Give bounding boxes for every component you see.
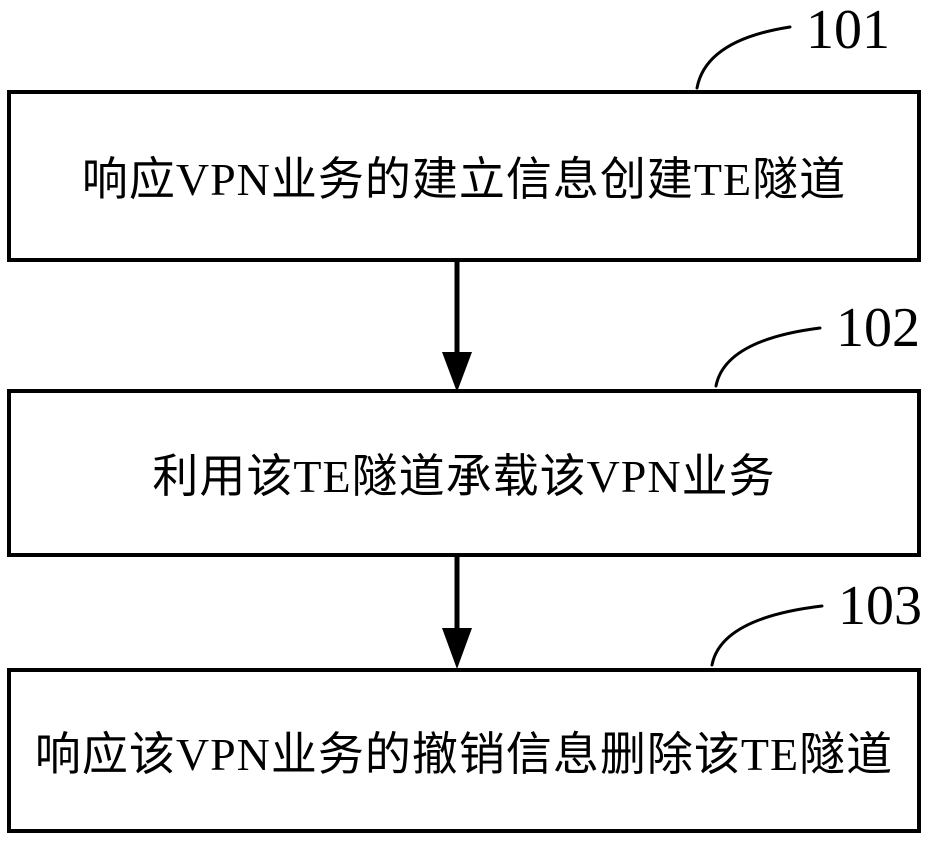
arrow-102-to-103 (442, 547, 472, 669)
step-ref-label-102: 102 (836, 297, 920, 359)
flow-step-text: 响应该VPN业务的撤销信息删除该TE隧道 (34, 728, 894, 780)
leader-curve-103 (710, 604, 824, 667)
leader-curve-102 (714, 326, 822, 388)
flow-step-text: 利用该TE隧道承载该VPN业务 (152, 451, 776, 502)
step-ref-label-101: 101 (806, 0, 890, 61)
arrow-101-to-102 (442, 260, 472, 392)
flow-step-box-103: 响应该VPN业务的撤销信息删除该TE隧道 (7, 668, 921, 833)
flow-step-text: 响应VPN业务的建立信息创建TE隧道 (81, 154, 847, 205)
leader-curve-101 (695, 25, 792, 90)
flow-step-box-102: 利用该TE隧道承载该VPN业务 (7, 389, 921, 557)
flow-step-box-101: 响应VPN业务的建立信息创建TE隧道 (7, 90, 921, 262)
step-ref-label-103: 103 (838, 575, 922, 637)
